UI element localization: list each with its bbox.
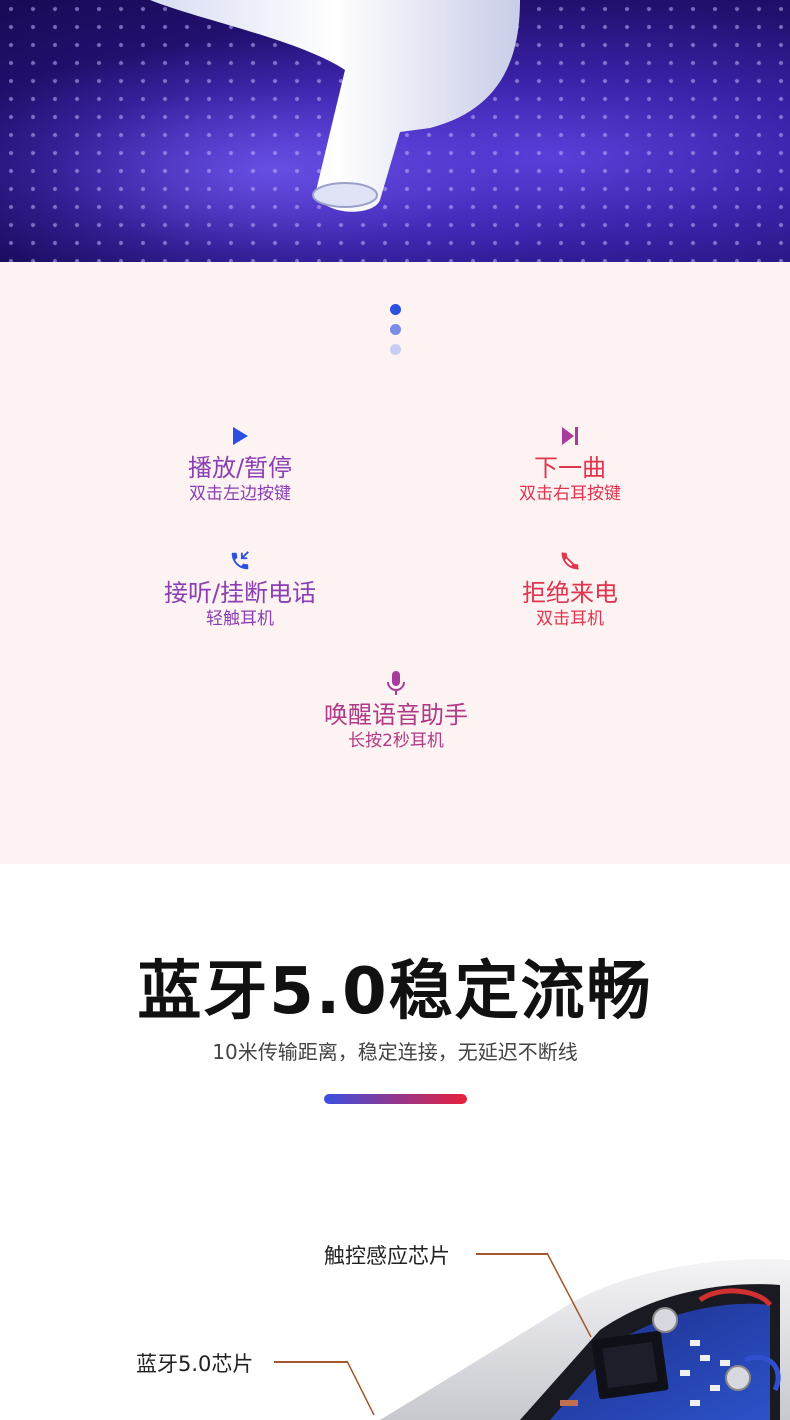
- function-title: 播放/暂停: [187, 454, 293, 482]
- bluetooth-chip-leader-h: [274, 1361, 348, 1363]
- bluetooth-chip-leader-diag: [346, 1360, 375, 1416]
- function-desc: 双击左边按键: [189, 484, 291, 504]
- microphone-icon: [387, 671, 405, 695]
- function-voice-assistant: 唤醒语音助手 长按2秒耳机: [266, 670, 526, 752]
- pager-dot-active[interactable]: [390, 304, 401, 315]
- pager-dot[interactable]: [390, 324, 401, 335]
- function-title: 接听/挂断电话: [163, 579, 317, 607]
- hero-banner: [0, 0, 790, 262]
- touch-chip-leader-diag: [546, 1252, 592, 1338]
- phone-reject-icon: [561, 552, 579, 570]
- function-desc: 长按2秒耳机: [348, 731, 444, 751]
- gradient-divider: [324, 1094, 467, 1104]
- function-title: 唤醒语音助手: [324, 701, 468, 729]
- bluetooth-chip-label: 蓝牙5.0芯片: [136, 1352, 254, 1376]
- function-next-track: 下一曲 双击右耳按键: [440, 423, 700, 505]
- section-title: 蓝牙5.0稳定流畅: [137, 955, 653, 1029]
- phone-answer-icon: [231, 551, 249, 570]
- section-subtitle: 10米传输距离，稳定连接，无延迟不断线: [212, 1040, 578, 1064]
- play-icon: [233, 427, 248, 445]
- controls-panel: [0, 262, 790, 864]
- function-title: 下一曲: [534, 454, 606, 482]
- pager-dot[interactable]: [390, 344, 401, 355]
- circuit-board-illustration: [380, 1259, 790, 1420]
- function-play-pause: 播放/暂停 双击左边按键: [110, 423, 370, 505]
- function-reject-call: 拒绝来电 双击耳机: [440, 548, 700, 630]
- carousel-pager: [390, 304, 402, 364]
- function-title: 拒绝来电: [522, 579, 618, 607]
- function-desc: 轻触耳机: [206, 609, 274, 629]
- touch-chip-label: 触控感应芯片: [324, 1244, 450, 1268]
- function-desc: 双击耳机: [536, 609, 604, 629]
- function-desc: 双击右耳按键: [519, 484, 621, 504]
- touch-chip-leader-h: [476, 1253, 548, 1255]
- function-answer-call: 接听/挂断电话 轻触耳机: [110, 548, 370, 630]
- earbud-illustration: [150, 0, 520, 212]
- next-track-icon: [562, 427, 578, 445]
